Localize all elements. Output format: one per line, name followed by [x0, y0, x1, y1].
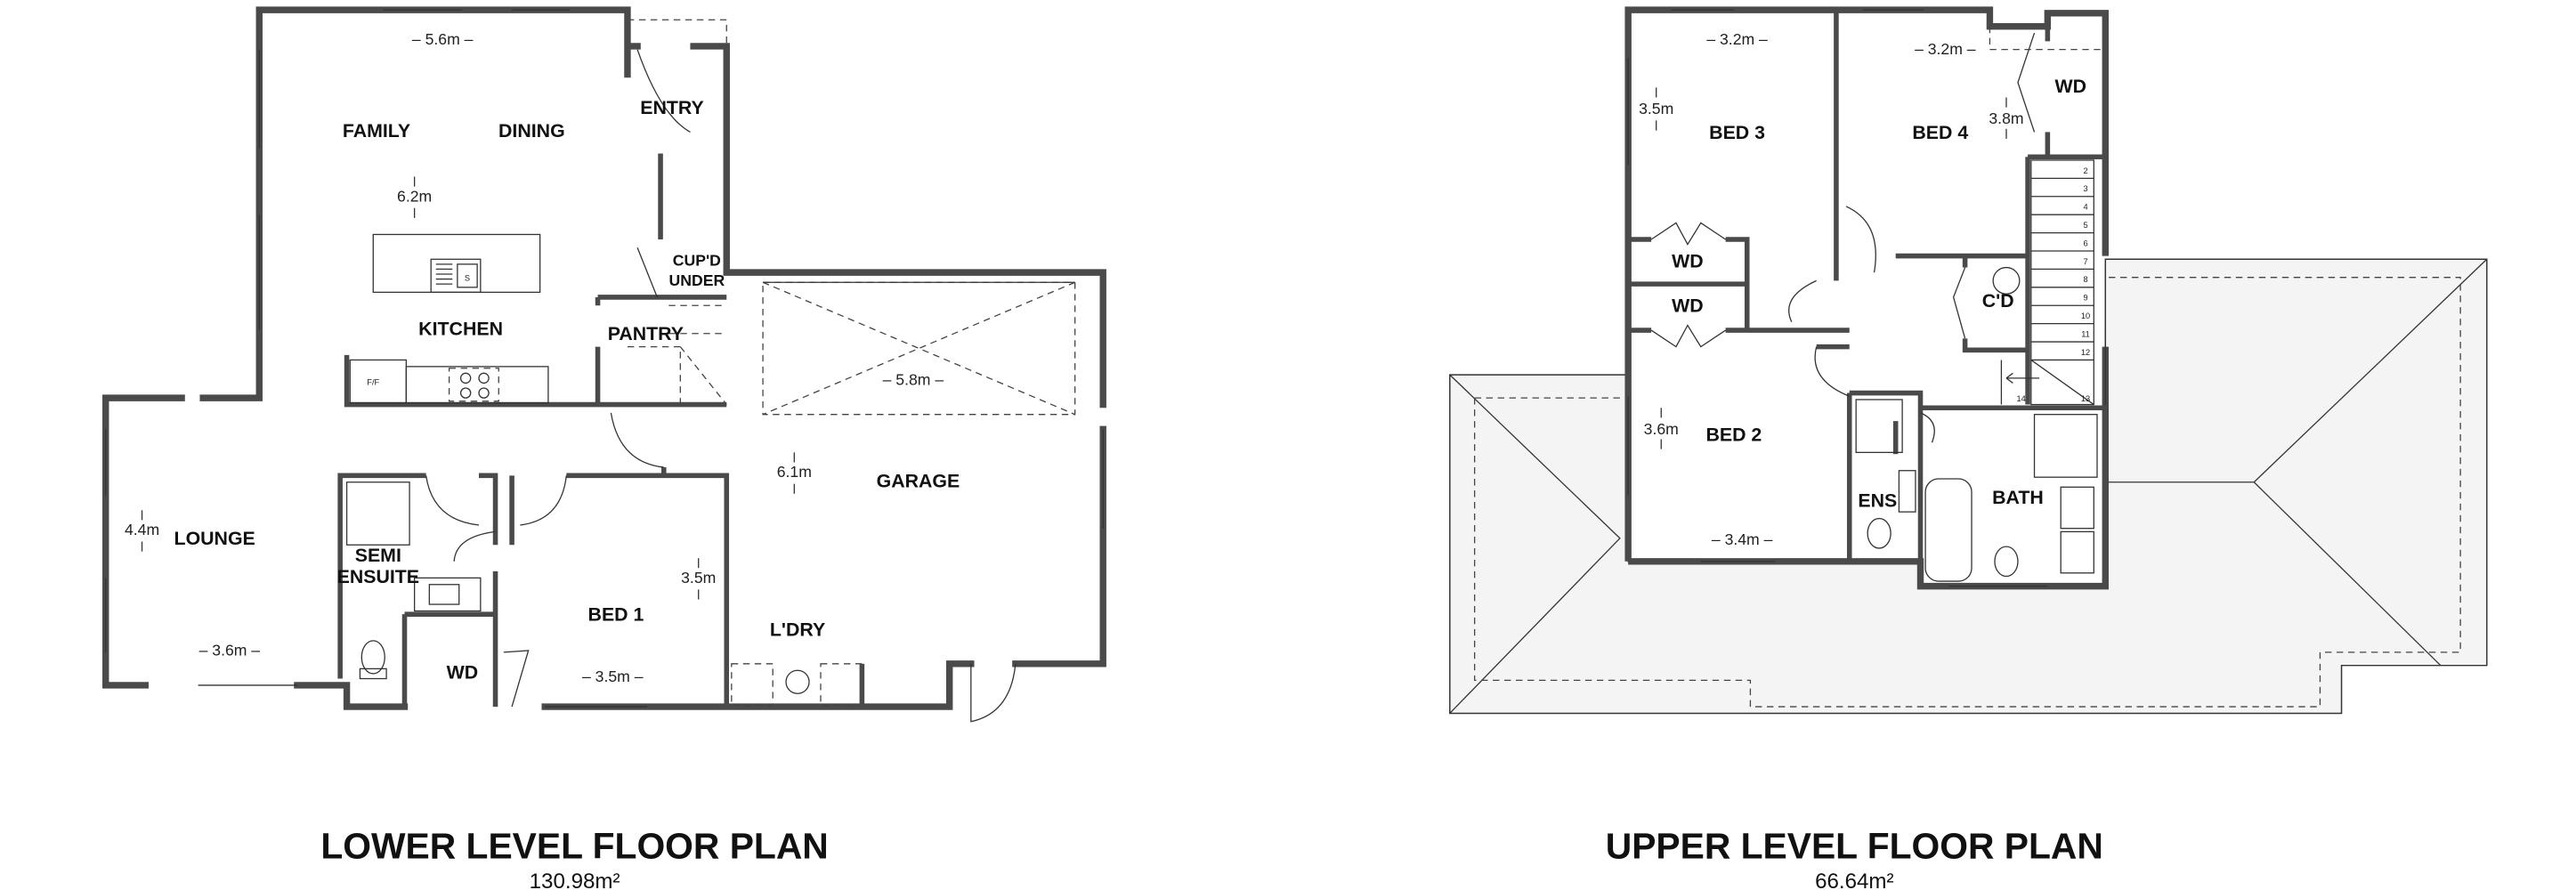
dim-bed1-width: – 3.5m –: [582, 668, 644, 685]
room-wd-bed3: WD: [1672, 251, 1704, 272]
upper-level-plan: 2 3 4 5 6 7 8 9 10 11 12 13 14 BED 3 BED…: [1449, 6, 2488, 890]
room-bed1: BED 1: [588, 604, 644, 626]
room-bed4: BED 4: [1912, 122, 1968, 143]
dim-bed3-height: 3.5m: [1639, 100, 1673, 117]
dim-bed1-height: 3.5m: [681, 569, 716, 587]
dim-bed4-height: 3.8m: [1989, 109, 2023, 127]
room-wd-bed4: WD: [2055, 76, 2087, 97]
room-entry: ENTRY: [640, 97, 703, 118]
room-cupd-under: UNDER: [669, 271, 725, 289]
room-dining: DINING: [498, 120, 565, 142]
stair-number: 13: [2081, 394, 2090, 403]
dim-bed4-width: – 3.2m –: [1915, 40, 1976, 58]
stair-number: 5: [2083, 221, 2087, 230]
dim-bed2-height: 3.6m: [1644, 420, 1679, 438]
room-bath: BATH: [1992, 487, 2044, 508]
stair-number: 11: [2081, 329, 2090, 338]
stair-number: 12: [2081, 348, 2090, 357]
fridge-label: F/F: [367, 377, 379, 386]
room-cupboard: C'D: [1982, 290, 2014, 312]
room-laundry: L'DRY: [770, 619, 825, 640]
room-ensuite: ENSUITE: [337, 566, 419, 587]
room-wd: WD: [447, 662, 479, 684]
room-bed3: BED 3: [1709, 122, 1765, 143]
dim-garage-width: – 5.8m –: [883, 370, 944, 388]
stair-number: 3: [2083, 184, 2087, 193]
sink-label: S: [465, 273, 470, 282]
stair-treads: 2 3 4 5 6 7 8 9 10 11 12 13 14: [2000, 166, 2094, 406]
room-bed2: BED 2: [1705, 424, 1762, 445]
stair-number: 6: [2083, 239, 2087, 247]
dim-lounge-height: 4.4m: [125, 521, 159, 538]
stair-number: 2: [2083, 166, 2087, 175]
room-family: FAMILY: [343, 120, 410, 142]
roof-outline: [1449, 258, 2488, 715]
room-garage: GARAGE: [877, 470, 960, 491]
upper-plan-title: UPPER LEVEL FLOOR PLAN: [1606, 826, 2103, 867]
dim-family-width: – 5.6m –: [412, 30, 474, 48]
room-cupd: CUP'D: [673, 252, 721, 270]
dim-bed2-width: – 3.4m –: [1712, 530, 1773, 548]
dim-garage-height: 6.1m: [777, 463, 812, 481]
stair-number: 4: [2083, 203, 2087, 212]
stair-number: 8: [2083, 275, 2087, 284]
stair-number: 7: [2083, 257, 2087, 266]
room-ensuite: ENS: [1858, 490, 1897, 512]
room-wd-bed2: WD: [1672, 295, 1704, 317]
room-kitchen: KITCHEN: [418, 319, 503, 340]
stair-number: 10: [2081, 312, 2090, 320]
lower-level-plan: S F/F FAMILY DINING ENTRY CUP'D UNDER KI…: [102, 6, 1106, 890]
dim-bed3-width: – 3.2m –: [1706, 30, 1768, 48]
dim-family-height: 6.2m: [397, 187, 432, 205]
room-pantry: PANTRY: [608, 323, 684, 344]
stair-number: 14: [2017, 394, 2026, 403]
stair-number: 9: [2083, 294, 2087, 303]
room-lounge: LOUNGE: [174, 528, 255, 549]
dim-lounge-width: – 3.6m –: [199, 642, 261, 659]
upper-plan-area: 66.64m²: [1815, 870, 1893, 890]
lower-plan-area: 130.98m²: [530, 870, 620, 890]
lower-plan-title: LOWER LEVEL FLOOR PLAN: [320, 826, 828, 867]
lower-outer-walls: [102, 6, 1106, 710]
room-semi: SEMI: [355, 545, 401, 566]
